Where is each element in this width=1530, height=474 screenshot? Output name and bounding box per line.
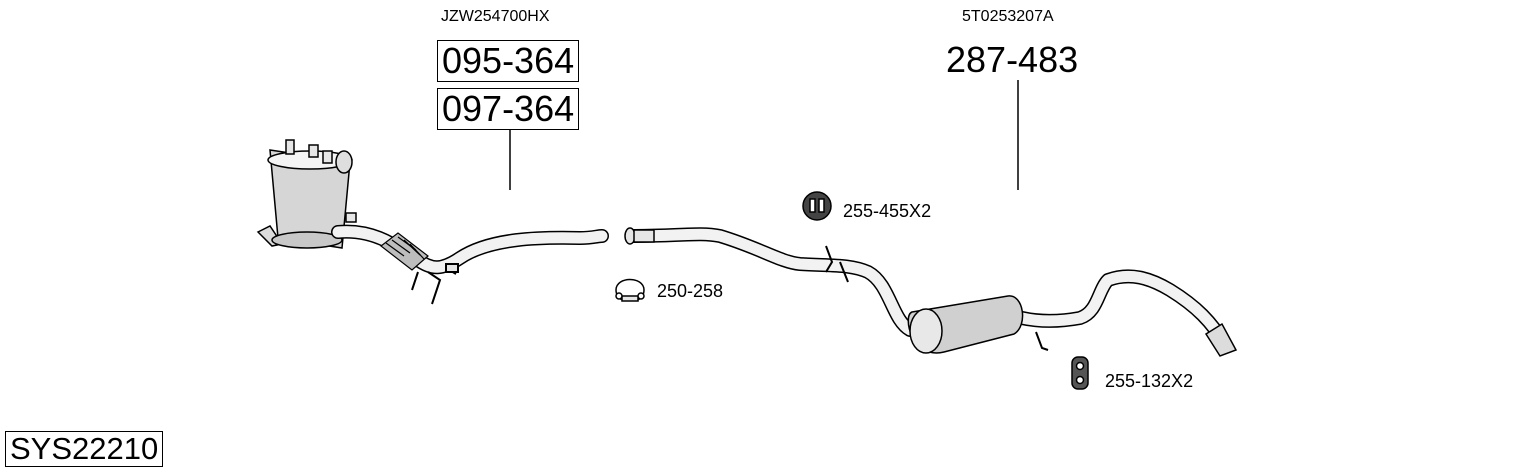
rear-silencer [907,295,1024,354]
flex-section [380,232,429,271]
part-number-front-1[interactable]: 095-364 [437,40,580,82]
clamp-icon [615,278,645,302]
front-hanger-wires [411,263,459,305]
part-number-front-2[interactable]: 097-364 [437,88,580,130]
rubber-hanger-icon [802,191,832,221]
part-number-rear[interactable]: 287-483 [946,39,1079,80]
accessory-label-clamp[interactable]: 250-258 [657,281,724,301]
pipe-inlet-clip [624,227,655,245]
tailpipe-end [1204,322,1238,357]
front-oe-reference: JZW254700HX [441,8,550,25]
rear-hanger-wires [825,245,1049,351]
rubber-mount-icon [1071,356,1089,390]
front-pipe [331,224,609,275]
accessory-label-hanger-upper[interactable]: 255-455X2 [843,201,932,221]
rear-pipe [625,227,1233,353]
rear-oe-reference: 5T0253207A [962,8,1054,25]
system-code: SYS22210 [5,431,164,467]
accessory-label-hanger-lower[interactable]: 255-132X2 [1105,371,1194,391]
particulate-filter [256,139,357,249]
